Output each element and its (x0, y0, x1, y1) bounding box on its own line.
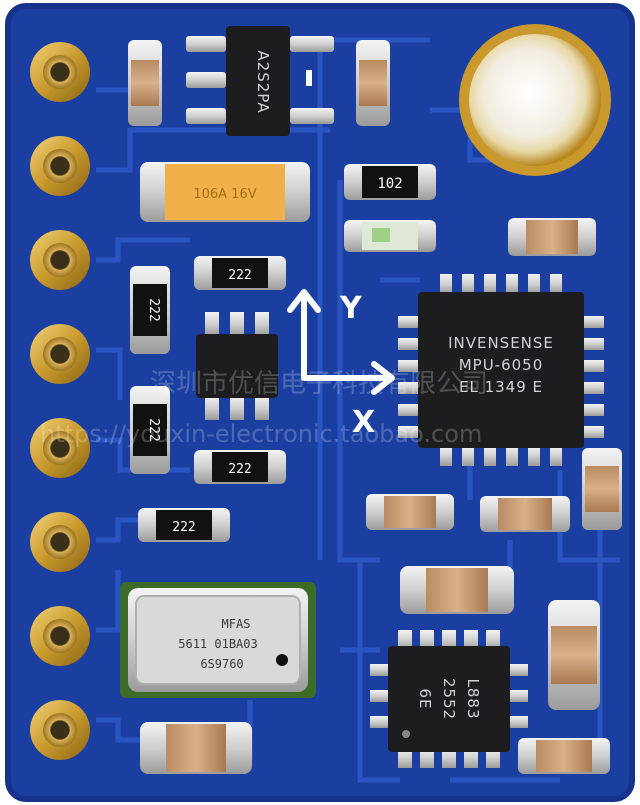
axis-indicator (287, 289, 395, 395)
resistor-222: 222 (130, 266, 170, 354)
baro-marking-2: 5611 01BA03 (178, 637, 257, 651)
header-pin (30, 606, 90, 666)
baro-marking-1: MFAS (222, 617, 251, 631)
barometer-sensor: MFAS 5611 01BA03 6S9760 (120, 582, 316, 698)
resistor-222-label: 222 (146, 298, 161, 321)
header-pin (30, 700, 90, 760)
resistor-102: 102 (344, 164, 436, 200)
watermark-chinese: 深圳市优信电子科技有限公司 (150, 369, 488, 399)
mag-marking-1: L883 (464, 679, 482, 720)
voltage-regulator-chip: A2S2PA (186, 26, 334, 136)
regulator-marking: A2S2PA (254, 50, 272, 113)
header-pin (30, 512, 90, 572)
axis-x-label: X (352, 405, 375, 440)
smd-capacitor (508, 218, 596, 256)
resistor-222: 222 (194, 450, 286, 484)
mag-marking-2: 2552 (440, 678, 458, 720)
mounting-hole (459, 24, 611, 176)
header-pin-row (30, 42, 90, 760)
resistor-222: 222 (130, 386, 170, 474)
smd-capacitor (518, 738, 610, 774)
watermark-url: https://youxin-electronic.taobao.com (40, 420, 482, 448)
resistor-222: 222 (138, 508, 230, 542)
baro-marking-3: 6S9760 (200, 657, 243, 671)
imu-brand: INVENSENSE (448, 334, 554, 352)
header-pin (30, 230, 90, 290)
smd-capacitor (128, 40, 162, 126)
mpu6050-chip: INVENSENSE MPU-6050 EL 1349 E (398, 274, 604, 466)
resistor-102-label: 102 (377, 176, 402, 192)
axis-y-label: Y (339, 291, 363, 326)
resistor-222-label: 222 (228, 268, 251, 283)
resistor-222-label: 222 (228, 462, 251, 477)
resistor-222-label: 222 (146, 418, 161, 441)
header-pin (30, 324, 90, 384)
smd-capacitor (366, 494, 454, 530)
smd-capacitor (480, 496, 570, 532)
tantalum-capacitor: 106A 16V (140, 162, 310, 222)
header-pin (30, 42, 90, 102)
magnetometer-chip: L883 2552 6E (370, 630, 528, 768)
resistor-222-label: 222 (172, 520, 195, 535)
tantalum-marking: 106A 16V (193, 187, 256, 202)
imu-lot: EL 1349 E (459, 378, 543, 396)
imu-model: MPU-6050 (459, 356, 544, 374)
mag-marking-3: 6E (416, 688, 434, 709)
smd-capacitor (400, 566, 514, 614)
resistor-222: 222 (194, 256, 286, 290)
header-pin (30, 136, 90, 196)
smd-capacitor (582, 448, 622, 530)
status-led (344, 220, 436, 252)
smd-capacitor (356, 40, 390, 126)
smd-capacitor (548, 600, 600, 710)
smd-capacitor (140, 722, 252, 774)
level-shifter-chip (196, 312, 278, 420)
header-pin (30, 418, 90, 478)
